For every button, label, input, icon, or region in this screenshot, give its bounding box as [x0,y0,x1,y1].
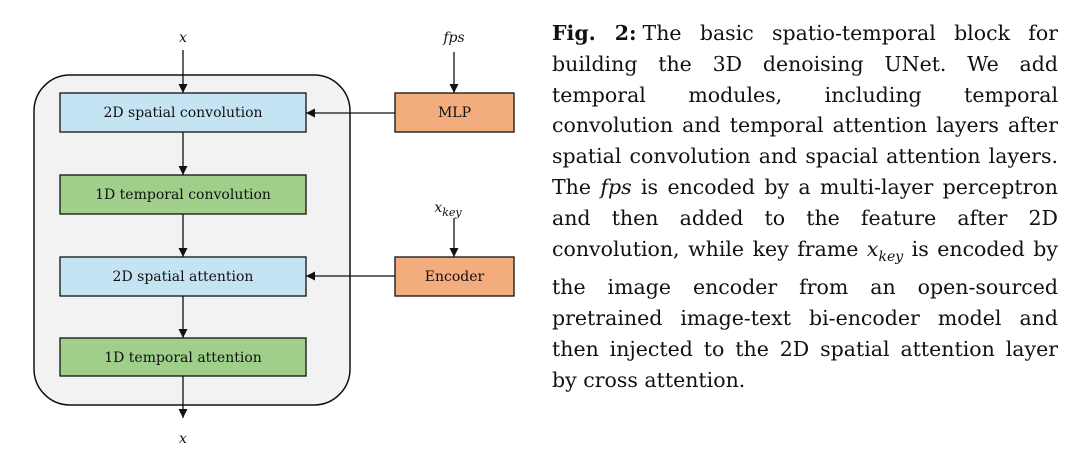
block-temporal-convolution: 1D temporal convolution [59,174,307,215]
caption-text-3: is encoded by the image encoder from an … [552,236,1058,392]
block-container [33,74,351,406]
caption-text-1: The basic spatio-temporal block for buil… [552,21,1058,199]
fps-label: fps [442,30,464,46]
svg-text:MLP: MLP [438,105,471,121]
caption-fps: fps [600,174,632,199]
caption-text-2: is encoded by a multi-layer perceptron a… [552,174,1058,261]
svg-text:Encoder: Encoder [425,269,485,285]
svg-text:1D temporal convolution: 1D temporal convolution [95,187,271,203]
svg-text:1D temporal attention: 1D temporal attention [104,350,262,366]
encoder-box: Encoder [394,256,515,297]
figure-caption: Fig. 2:The basic spatio-temporal block f… [552,18,1058,396]
caption-xkey: xkey [866,236,904,265]
mlp-box: MLP [394,92,515,133]
block-spatial-attention: 2D spatial attention [59,256,307,297]
input-label: x [179,30,187,46]
svg-text:2D spatial convolution: 2D spatial convolution [103,105,262,121]
svg-text:2D spatial attention: 2D spatial attention [113,269,254,285]
block-temporal-attention: 1D temporal attention [59,337,307,377]
block-diagram: x x 2D spatial convolution 1D temporal c… [33,30,515,447]
xkey-label: xkey [434,200,462,219]
output-label: x [179,431,187,447]
block-spatial-convolution: 2D spatial convolution [59,92,307,133]
figure-label: Fig. 2: [552,21,637,45]
